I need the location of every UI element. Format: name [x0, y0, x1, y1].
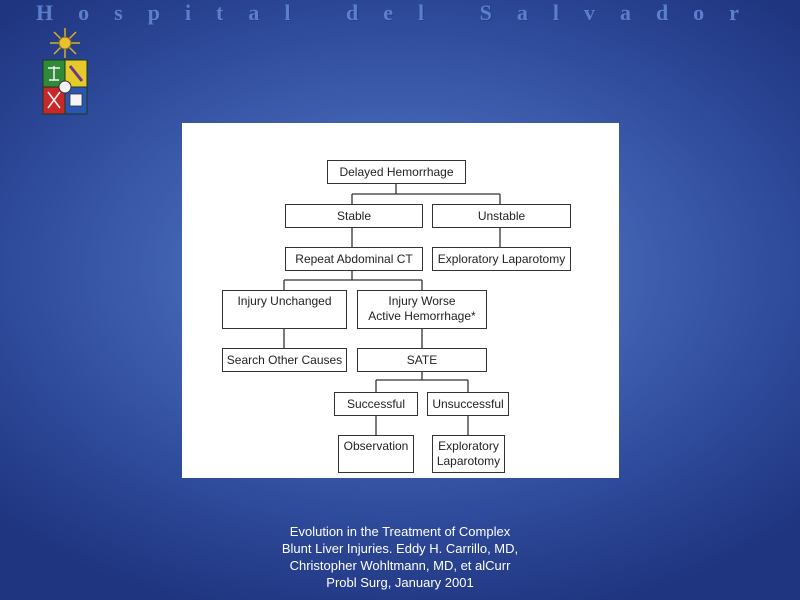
- node-exploratory-laparotomy-final: Exploratory Laparotomy: [432, 435, 505, 473]
- node-injury-unchanged: Injury Unchanged: [222, 290, 347, 329]
- hospital-title: Hospital del Salvador: [36, 0, 764, 25]
- node-sate: SATE: [357, 348, 487, 372]
- university-crest-icon: [42, 28, 88, 115]
- node-observation: Observation: [338, 435, 414, 473]
- node-unsuccessful: Unsuccessful: [427, 392, 509, 416]
- citation-text: Evolution in the Treatment of Complex Bl…: [281, 524, 519, 590]
- connector-lines: [283, 183, 501, 435]
- node-exploratory-laparotomy-unstable: Exploratory Laparotomy: [432, 247, 571, 271]
- node-delayed-hemorrhage: Delayed Hemorrhage: [327, 160, 466, 184]
- node-injury-worse: Injury Worse Active Hemorrhage*: [357, 290, 487, 329]
- node-stable: Stable: [285, 204, 423, 228]
- node-repeat-abdominal-ct: Repeat Abdominal CT: [285, 247, 423, 271]
- node-successful: Successful: [334, 392, 418, 416]
- node-search-other-causes: Search Other Causes: [222, 348, 347, 372]
- node-unstable: Unstable: [432, 204, 571, 228]
- flowchart-panel: Delayed Hemorrhage Stable Unstable Repea…: [182, 123, 619, 478]
